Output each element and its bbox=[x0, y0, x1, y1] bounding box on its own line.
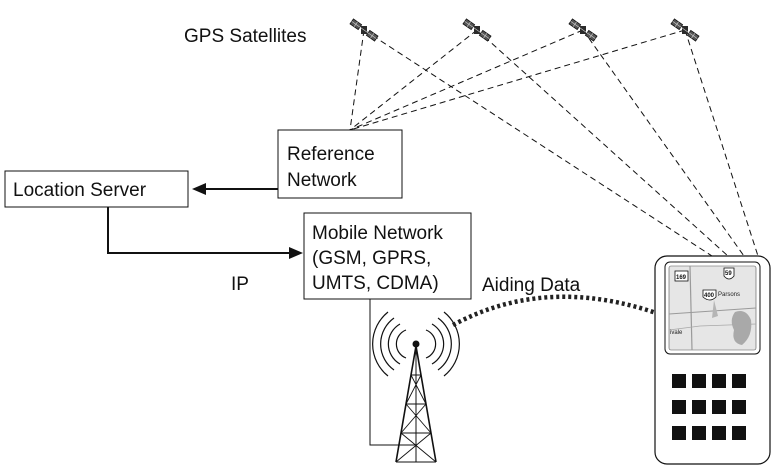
location-server-label: Location Server bbox=[13, 180, 147, 201]
route-shield-icon: 169 bbox=[674, 270, 689, 282]
map-town-label: Parsons bbox=[718, 292, 740, 298]
ip-label: IP bbox=[231, 274, 249, 295]
route-shield-icon: 400 bbox=[702, 289, 717, 301]
reference-network-box bbox=[277, 129, 403, 199]
mobile-phone-icon: 169 59 400 Parsons ivale bbox=[654, 255, 771, 465]
mobile-network-label-line2: (GSM, GPRS, bbox=[312, 248, 431, 269]
keypad-key bbox=[672, 426, 686, 440]
location-server-box bbox=[4, 170, 189, 208]
satellite-icon bbox=[670, 18, 700, 42]
keypad-key bbox=[712, 374, 726, 388]
reference-network-label-line1: Reference bbox=[287, 144, 375, 165]
signal-line bbox=[363, 29, 713, 257]
route-shield-icon: 59 bbox=[723, 267, 735, 280]
svg-text:169: 169 bbox=[676, 275, 687, 281]
svg-text:400: 400 bbox=[704, 293, 715, 299]
signal-line bbox=[476, 29, 729, 257]
signal-line bbox=[582, 29, 745, 257]
satellite-icon bbox=[349, 18, 379, 42]
keypad-key bbox=[692, 400, 706, 414]
mobile-network-label-line1: Mobile Network bbox=[312, 223, 443, 244]
signal-line bbox=[349, 29, 365, 131]
keypad-key bbox=[732, 400, 746, 414]
keypad-key bbox=[712, 426, 726, 440]
svg-text:59: 59 bbox=[725, 271, 732, 277]
aiding-data-label: Aiding Data bbox=[482, 275, 581, 296]
keypad-key bbox=[732, 426, 746, 440]
ip-connection-arrow bbox=[107, 207, 303, 259]
signal-line bbox=[684, 29, 759, 257]
phone-keypad bbox=[672, 374, 746, 440]
satellite-signal-lines bbox=[349, 29, 759, 257]
mobile-network-box bbox=[303, 212, 472, 300]
keypad-key bbox=[712, 400, 726, 414]
aiding-data-arc bbox=[451, 294, 681, 327]
reference-to-server-arrow bbox=[192, 183, 278, 195]
phone-map-screen: 169 59 400 Parsons ivale bbox=[664, 261, 761, 355]
cell-tower-icon bbox=[372, 311, 460, 463]
keypad-key bbox=[692, 426, 706, 440]
keypad-key bbox=[692, 374, 706, 388]
signal-line bbox=[349, 29, 584, 131]
network-to-tower-line bbox=[369, 299, 416, 446]
mobile-network-label-line3: UMTS, CDMA) bbox=[312, 273, 439, 294]
keypad-key bbox=[672, 374, 686, 388]
signal-line bbox=[349, 29, 478, 131]
keypad-key bbox=[672, 400, 686, 414]
map-edge-label: ivale bbox=[670, 330, 683, 336]
reference-network-label-line2: Network bbox=[287, 170, 357, 191]
signal-line bbox=[349, 29, 686, 131]
keypad-key bbox=[732, 374, 746, 388]
gps-satellites-label: GPS Satellites bbox=[184, 26, 307, 47]
satellite-icon bbox=[568, 18, 598, 42]
